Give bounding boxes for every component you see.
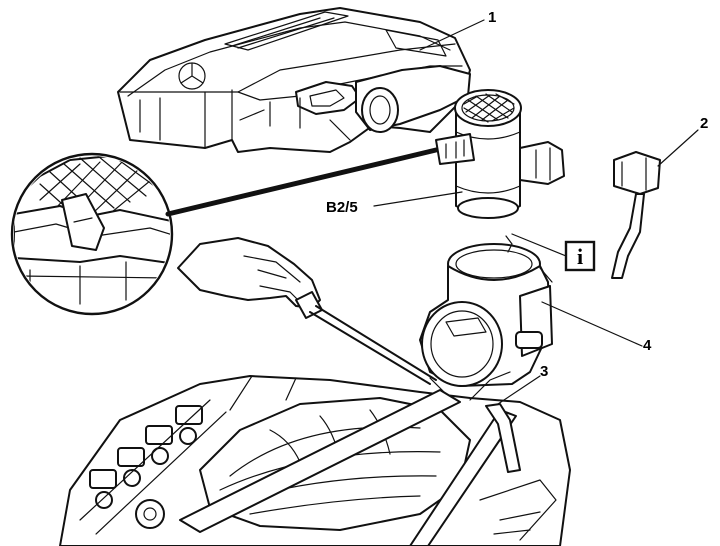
hand-with-screwdriver	[177, 237, 445, 393]
detail-magnifier	[10, 147, 439, 316]
info-box: i	[564, 240, 596, 272]
air-duct	[419, 235, 553, 387]
callout-2-label: 2	[700, 115, 708, 132]
intake-manifold	[59, 371, 571, 546]
callout-leaders	[373, 19, 699, 405]
callout-1-label: 1	[488, 9, 496, 26]
callout-4-label: 4	[643, 337, 652, 354]
callout-3-label: 3	[540, 363, 548, 380]
hose	[611, 151, 661, 279]
detail-mesh	[39, 156, 161, 221]
sensor-mesh	[463, 93, 515, 123]
fuel-injectors	[89, 405, 203, 509]
info-box-label: i	[577, 244, 583, 269]
callout-b2-5-label: B2/5	[326, 199, 358, 216]
mass-air-flow-sensor	[435, 89, 565, 219]
engine-cover	[117, 7, 471, 153]
